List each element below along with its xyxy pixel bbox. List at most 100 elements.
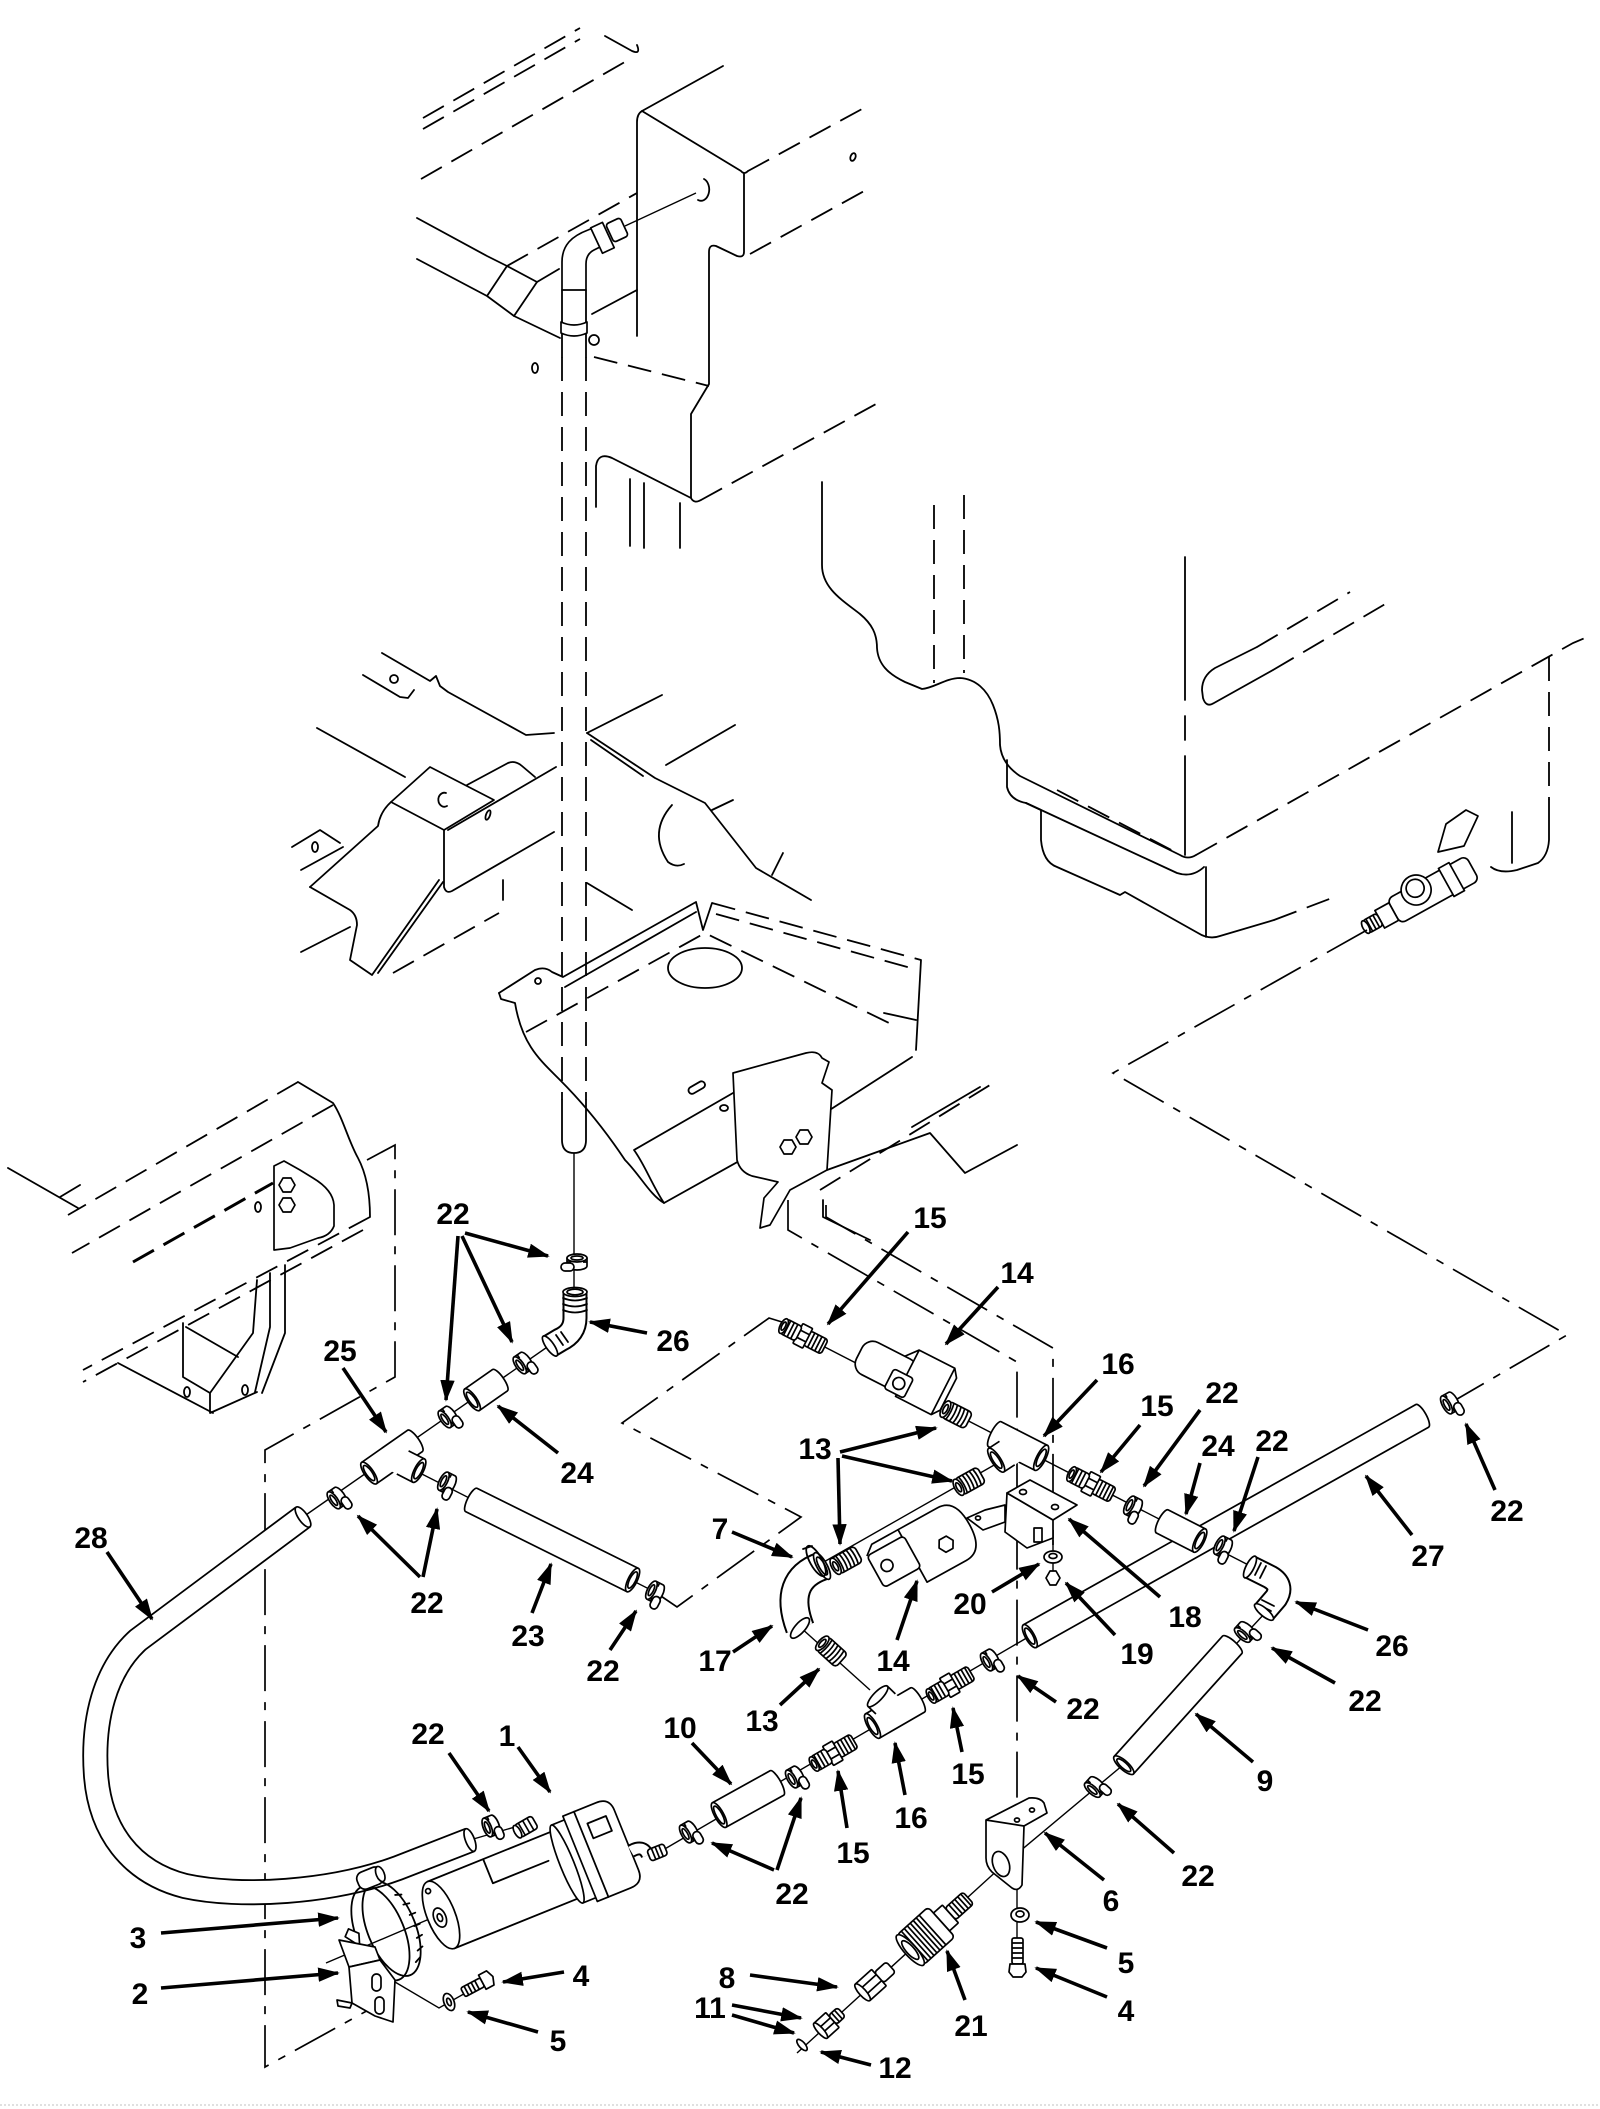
rail-hanger [254, 1264, 286, 1394]
callout-label: 22 [1348, 1685, 1381, 1718]
callout-arrow-22 [421, 1507, 441, 1578]
callout-label: 14 [876, 1645, 910, 1678]
rail-box-bracket [182, 1279, 258, 1414]
callout-label: 13 [745, 1705, 778, 1738]
tray-back-edge [498, 901, 713, 994]
housing-hole [531, 362, 539, 374]
callout-arrow-23 [530, 1562, 553, 1614]
pump-body [426, 1829, 584, 1950]
callout-label: 13 [798, 1433, 831, 1466]
part-4-screw-right [1008, 1937, 1027, 1978]
part-26-elbow-right [1242, 1555, 1292, 1622]
callout-arrow-22 [1232, 1456, 1260, 1533]
pipe-wall-hidden [561, 357, 587, 1100]
housing-edge [636, 110, 643, 337]
bracket-edge [362, 674, 415, 699]
callout-labels: 22 15 14 26 25 16 22 15 24 13 24 22 28 7… [74, 1198, 1523, 2085]
centerline [302, 1342, 554, 1518]
alignment-phantom-lines [264, 929, 1569, 2069]
part-12-o-ring [795, 2038, 809, 2052]
housing-edge [422, 38, 581, 130]
rail-hole [254, 1201, 262, 1213]
housing-edge [629, 478, 681, 549]
callout-label: 16 [894, 1802, 927, 1835]
callout-arrow-9 [1194, 1712, 1255, 1764]
tray-hole [534, 977, 542, 985]
slot-hole [484, 809, 492, 821]
callout-arrow-6 [1043, 1831, 1106, 1882]
callout-arrow-2 [160, 1967, 340, 1990]
part-5-washer-left [442, 1992, 456, 2012]
tank-outline [821, 481, 1197, 859]
drain-valve [1360, 809, 1479, 935]
callout-label: 4 [573, 1960, 590, 1993]
frame-edge [822, 1086, 1018, 1241]
housing-edge [595, 455, 692, 508]
vertical-drain-pipe [560, 192, 697, 1154]
housing-edge [422, 27, 581, 119]
callout-arrow-1 [516, 1745, 552, 1794]
part-6-bracket [985, 1797, 1048, 1891]
valve-handle [1437, 809, 1479, 853]
left-frame-rail [7, 1081, 371, 1414]
callout-arrow-18 [1067, 1517, 1162, 1599]
callout-arrow-13 [841, 1454, 954, 1484]
part-22-hose-clamp [560, 1253, 588, 1272]
callout-label: 15 [951, 1758, 984, 1791]
callout-label: 22 [1205, 1377, 1238, 1410]
callout-arrow-5 [466, 2010, 539, 2034]
callout-arrow-25 [341, 1366, 388, 1434]
part-24-hose-left [462, 1368, 509, 1412]
frame-edge [291, 829, 344, 871]
callout-label: 15 [1140, 1390, 1173, 1423]
frame-edge [309, 801, 392, 888]
part-13-nipple-middle [949, 1465, 987, 1498]
housing-edge [506, 192, 638, 267]
part-18-bracket [966, 1479, 1078, 1549]
rail-edge [7, 1167, 214, 1414]
callout-label: 15 [836, 1837, 869, 1870]
cross-member-structure [291, 652, 812, 976]
callout-label: 28 [74, 1522, 107, 1555]
callout-arrow-16 [1042, 1378, 1099, 1438]
callout-arrow-11 [731, 2013, 796, 2035]
housing-edge [420, 58, 631, 180]
callout-arrow-22 [447, 1751, 491, 1813]
part-25-tee [359, 1429, 427, 1485]
part-22-hose-clamp [1437, 1389, 1467, 1422]
callout-label: 18 [1168, 1601, 1201, 1634]
housing-edge [641, 65, 724, 112]
tank-slot [1256, 591, 1393, 671]
part-14-solenoid-valve-lower [866, 1504, 977, 1587]
housing-edge [604, 35, 640, 54]
callout-arrow-22 [1016, 1674, 1058, 1704]
callout-arrow-13 [839, 1425, 938, 1454]
part-19-nut [1045, 1570, 1061, 1586]
callout-arrow-17 [732, 1624, 774, 1654]
callout-arrow-15 [826, 1230, 910, 1326]
tray-slot [687, 1080, 706, 1095]
pipe-clamp [560, 321, 588, 337]
callout-label: 20 [953, 1588, 986, 1621]
part-16-tee-upper [986, 1420, 1050, 1474]
callout-arrow-27 [1364, 1474, 1414, 1537]
callout-arrow-15 [949, 1706, 965, 1753]
rail-edge [67, 1081, 334, 1254]
callout-arrow-16 [891, 1741, 907, 1796]
water-tank [821, 481, 1586, 939]
callout-arrow-15 [833, 1769, 849, 1829]
part-22-hose-clamp [977, 1645, 1007, 1679]
tray-back-edge [711, 902, 922, 971]
tray-lip [633, 1092, 734, 1204]
part-1-pump [421, 1800, 668, 1950]
callout-label: 22 [411, 1718, 444, 1751]
housing-edge [416, 217, 508, 267]
callout-label: 7 [712, 1513, 729, 1546]
callout-arrow-22 [1142, 1408, 1202, 1488]
upper-housing [416, 27, 877, 549]
callout-arrow-22 [1464, 1422, 1497, 1491]
callout-label: 12 [878, 2052, 911, 2085]
left-bracket [300, 879, 444, 976]
phantom-line [264, 1143, 396, 2069]
